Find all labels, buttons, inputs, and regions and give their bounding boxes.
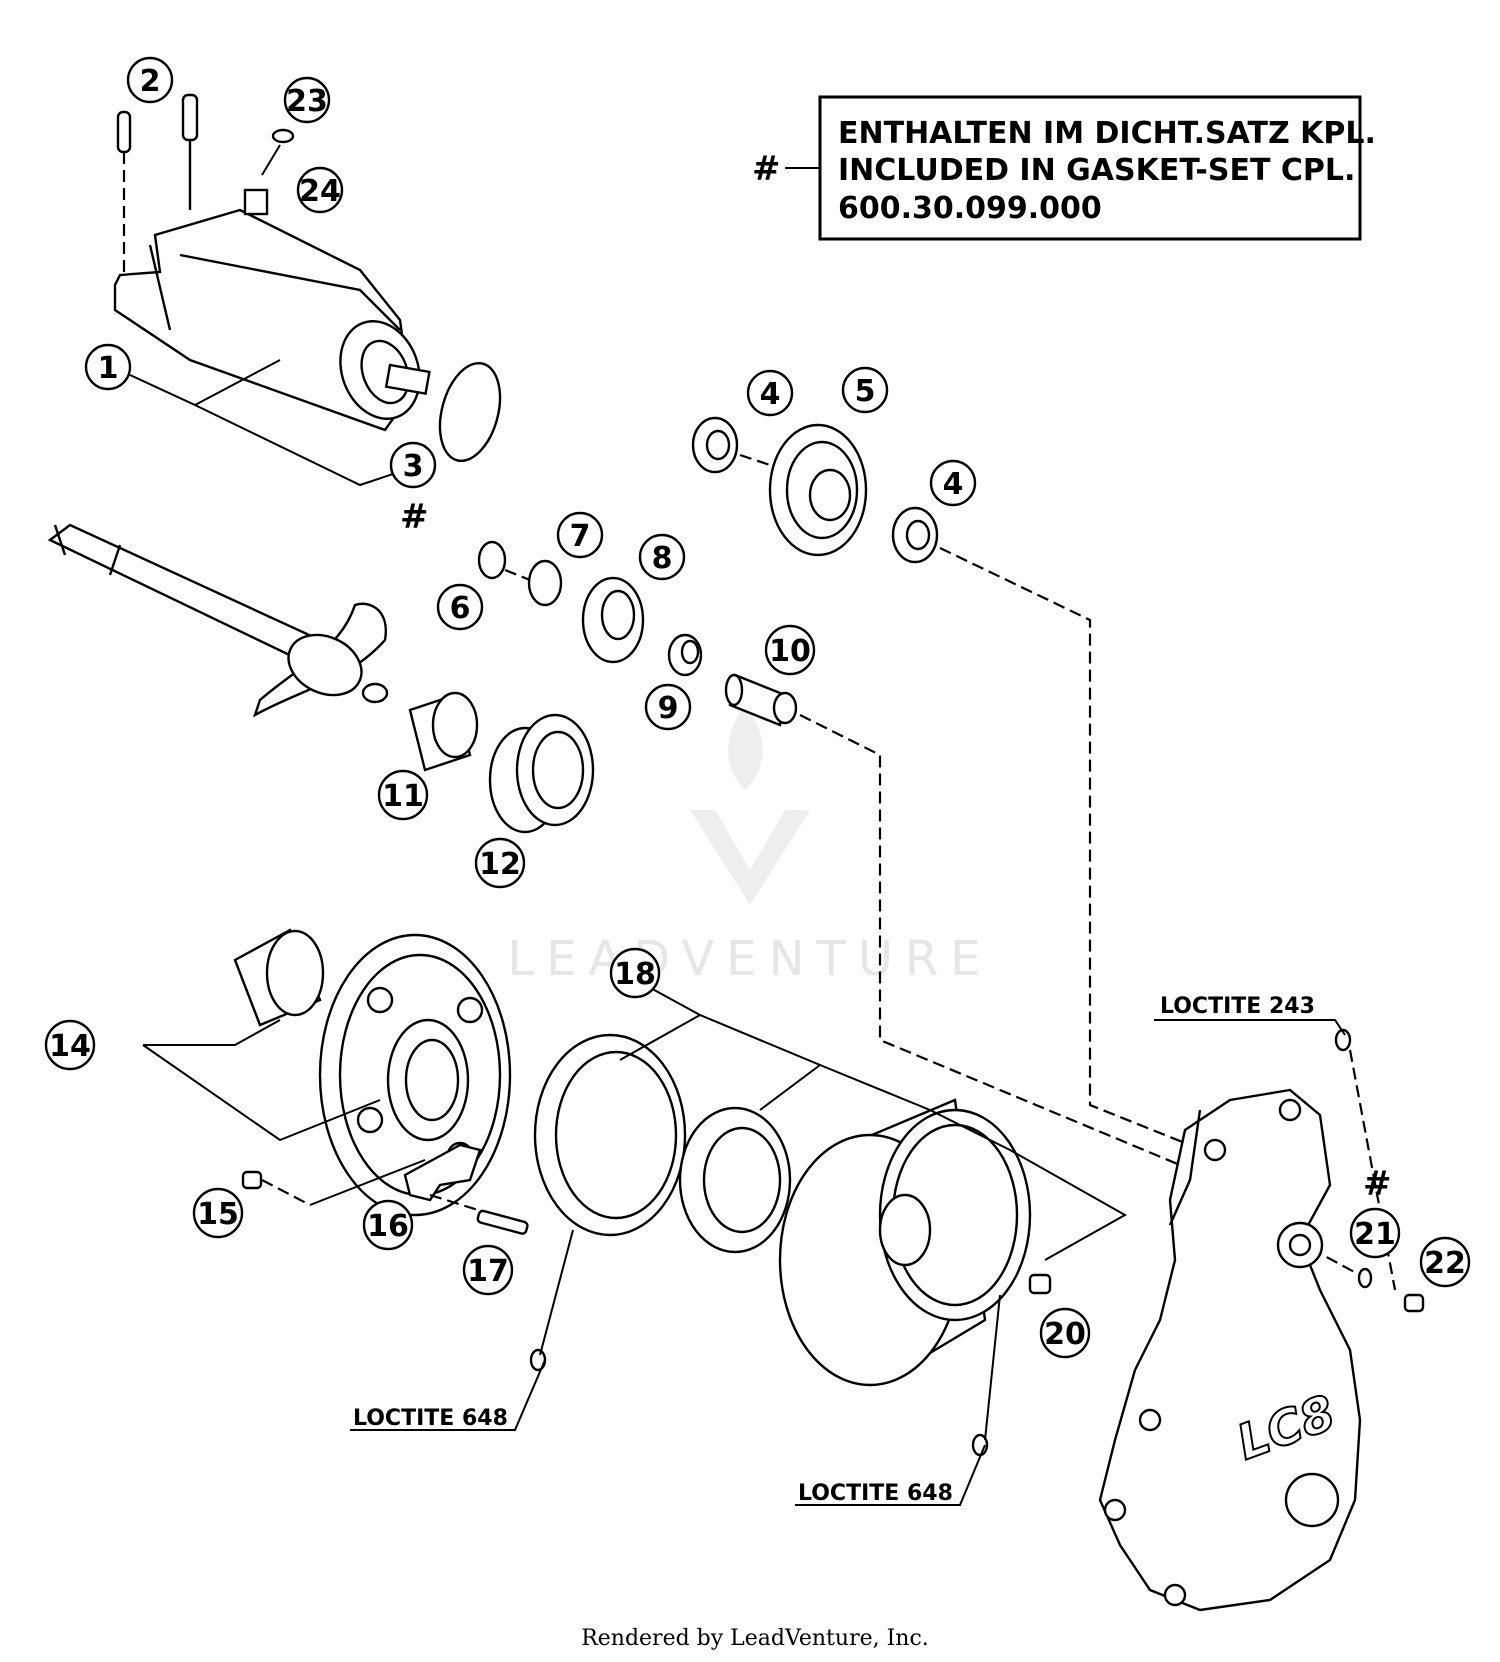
callout-24: 24 [296, 166, 344, 214]
svg-text:9: 9 [658, 691, 679, 726]
shaft [47, 523, 389, 718]
axis-6-7 [504, 568, 531, 582]
callout-16: 16 [362, 1199, 414, 1251]
needle-bearing-11 [408, 691, 479, 772]
note-line-2: INCLUDED IN GASKET-SET CPL. [838, 153, 1355, 188]
leader-lines [129, 359, 1346, 1506]
svg-text:16: 16 [367, 1209, 409, 1244]
assembly-line-21 [1294, 1239, 1361, 1276]
svg-text:7: 7 [570, 519, 591, 554]
svg-text:11: 11 [382, 779, 424, 814]
flywheel [778, 1098, 1032, 1387]
callout-20: 20 [1039, 1307, 1091, 1359]
o-ring-3 [438, 361, 502, 463]
svg-text:2: 2 [140, 64, 161, 99]
callout-22: 22 [1419, 1236, 1471, 1288]
callout-11: 11 [377, 769, 429, 821]
loctite-648-label-middle: LOCTITE 648 [798, 1481, 953, 1506]
callout-1: 1 [84, 343, 132, 391]
bolt-22 [1403, 1293, 1425, 1313]
svg-text:22: 22 [1424, 1246, 1466, 1281]
pin-10 [724, 673, 798, 727]
svg-text:18: 18 [614, 957, 656, 992]
svg-text:1: 1 [98, 351, 119, 386]
callout-14: 14 [44, 1019, 96, 1071]
callout-12: 12 [474, 837, 526, 889]
svg-text:4: 4 [760, 377, 781, 412]
starter-motor [113, 188, 431, 432]
callout-9: 9 [644, 683, 692, 731]
svg-text:24: 24 [299, 174, 341, 209]
engine-cover: LC8 [1098, 1088, 1362, 1612]
callout-8: 8 [638, 533, 686, 581]
svg-text:23: 23 [286, 84, 328, 119]
callout-5: 5 [841, 366, 889, 414]
note-box [818, 95, 1362, 241]
callout-3: 3 [389, 441, 437, 489]
svg-text:10: 10 [769, 634, 811, 669]
callout-15: 15 [192, 1187, 244, 1239]
svg-text:14: 14 [49, 1029, 91, 1064]
svg-text:12: 12 [479, 847, 521, 882]
circlip-6 [477, 540, 507, 580]
bolt-20 [1028, 1273, 1052, 1295]
seal-ring-18 [533, 1033, 687, 1237]
callout-23: 23 [283, 76, 331, 124]
svg-text:4: 4 [943, 467, 964, 502]
assembly-line-pin10 [799, 714, 1181, 1167]
callout-18: 18 [609, 947, 661, 999]
loctite-648-label-left: LOCTITE 648 [353, 1406, 508, 1431]
callout-7: 7 [556, 511, 604, 559]
svg-text:8: 8 [652, 541, 673, 576]
assembly-line-gear5 [939, 547, 1191, 1147]
svg-text:15: 15 [197, 1197, 239, 1232]
callout-6: 6 [436, 583, 484, 631]
watermark-text: LEADVENTURE [507, 931, 992, 987]
note-hash-symbol: # [752, 149, 781, 189]
callout-4a: 4 [746, 369, 794, 417]
watermark-v-icon [690, 810, 810, 905]
bolt-17 [429, 1193, 529, 1235]
footer-credit: Rendered by LeadVenture, Inc. [581, 1626, 929, 1651]
callout-2: 2 [126, 56, 174, 104]
nut-23 [271, 128, 295, 144]
loctite-243-label: LOCTITE 243 [1160, 994, 1315, 1019]
svg-text:17: 17 [467, 1254, 509, 1289]
hash-mark-3: # [400, 497, 429, 537]
callout-21: 21 [1349, 1207, 1401, 1259]
bearing-9 [667, 633, 703, 677]
callout-10: 10 [764, 624, 816, 676]
leader-24 [261, 144, 281, 176]
svg-text:5: 5 [855, 374, 876, 409]
hash-mark-21: # [1363, 1164, 1392, 1204]
bracket-16 [403, 1143, 482, 1202]
svg-text:20: 20 [1044, 1317, 1086, 1352]
washer-7 [527, 559, 563, 607]
loctite-drop-243 [1334, 1028, 1352, 1052]
gear-8 [581, 576, 645, 664]
watermark: LEADVENTURE [507, 705, 992, 987]
callout-4b: 4 [929, 459, 977, 507]
freewheel [678, 1106, 792, 1254]
washer-21 [1357, 1267, 1373, 1289]
gear-5 [691, 416, 939, 564]
nut-15 [241, 1170, 263, 1190]
callout-17: 17 [462, 1244, 514, 1296]
watermark-flame-icon [728, 705, 763, 790]
svg-text:21: 21 [1354, 1217, 1396, 1252]
svg-text:6: 6 [450, 591, 471, 626]
note-line-3: 600.30.099.000 [838, 191, 1102, 226]
note-line-1: ENTHALTEN IM DICHT.SATZ KPL. [838, 116, 1376, 151]
bolts-2 [116, 93, 199, 275]
gasket-set-note: # ENTHALTEN IM DICHT.SATZ KPL. INCLUDED … [752, 95, 1376, 241]
gear-12 [488, 713, 595, 834]
svg-text:3: 3 [403, 449, 424, 484]
